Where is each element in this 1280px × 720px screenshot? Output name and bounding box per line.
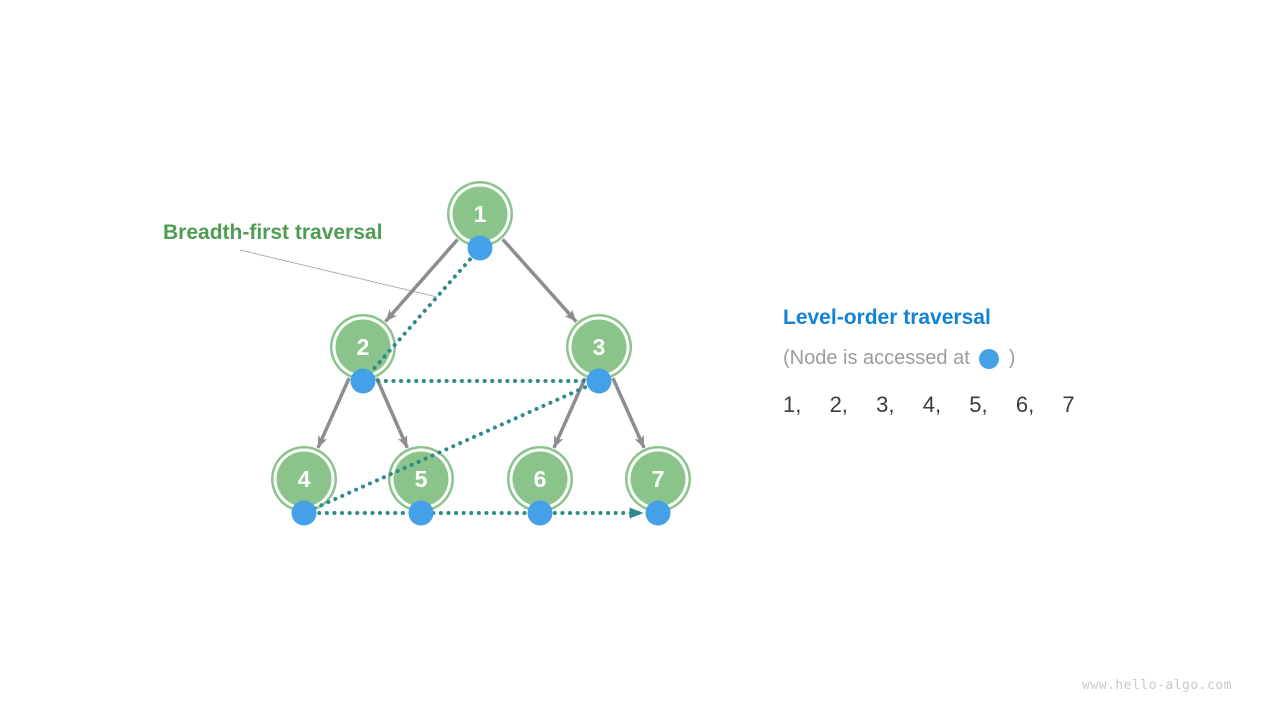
note-text: (Node is accessed at [783, 347, 970, 369]
tree-edge [501, 238, 578, 323]
traversal-sequence: 1, 2, 3, 4, 5, 6, 7 [783, 392, 1075, 417]
tree-node [447, 181, 513, 247]
tree-node [625, 446, 691, 512]
note-close-paren: ) [1008, 347, 1016, 369]
traversal-dotted-path [361, 246, 482, 383]
breadth-first-label: Breadth-first traversal [163, 221, 383, 244]
label-pointer-line [239, 249, 438, 298]
node-label: 6 [534, 466, 547, 492]
watermark: www.hello-algo.com [1082, 678, 1232, 693]
tree-node [507, 446, 573, 512]
node-label: 2 [357, 334, 370, 360]
traversal-dotted-path [302, 379, 601, 515]
node-label: 3 [593, 334, 606, 360]
legend-panel: Level-order traversal (Node is accessed … [783, 306, 1075, 418]
node-body [276, 451, 332, 507]
node-label: 7 [652, 466, 665, 492]
node-label: 4 [298, 466, 311, 492]
tree-edge [375, 377, 409, 449]
node-body [393, 451, 449, 507]
access-dot [350, 368, 376, 394]
node-body [512, 451, 568, 507]
tree-edge [316, 377, 351, 449]
access-dot [527, 500, 553, 526]
access-dot [467, 235, 493, 261]
node-body [630, 451, 686, 507]
legend-note: (Node is accessed at ) [783, 347, 1075, 370]
access-dot [586, 368, 612, 394]
tree-edge [552, 377, 587, 449]
level-order-heading: Level-order traversal [783, 306, 991, 329]
node-body [452, 186, 508, 242]
node-body [571, 319, 627, 375]
tree-edge [611, 377, 646, 449]
access-dot [408, 500, 434, 526]
accessed-dot-icon [978, 348, 999, 369]
access-dot [645, 500, 671, 526]
access-dot [291, 500, 317, 526]
node-label: 5 [415, 466, 428, 492]
node-body [335, 319, 391, 375]
tree-node [271, 446, 337, 512]
tree-node [388, 446, 454, 512]
node-label: 1 [474, 201, 487, 227]
tree-edge [384, 238, 459, 323]
tree-node [566, 314, 632, 380]
